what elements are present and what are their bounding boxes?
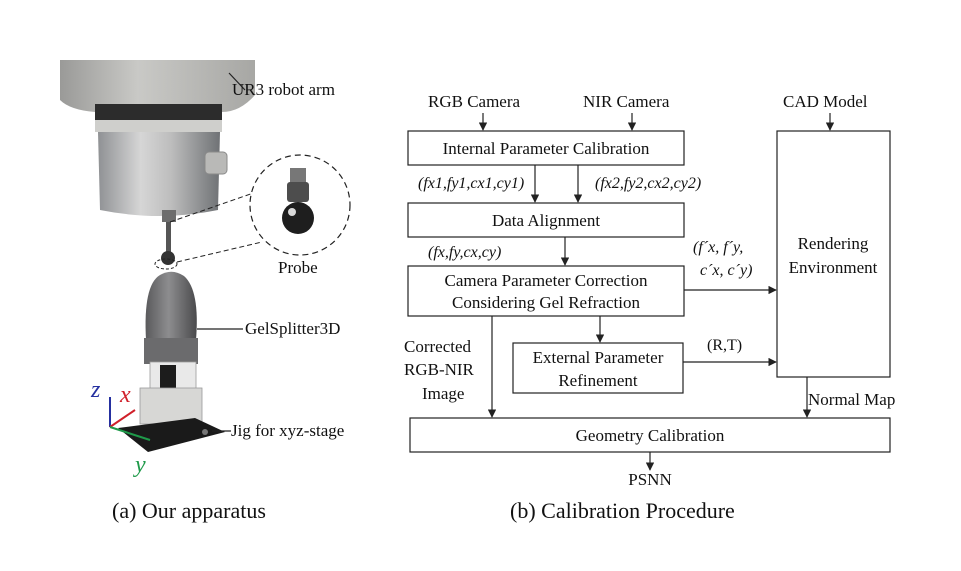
text-rendering-line2: Environment — [789, 258, 878, 277]
box-rendering-environment — [776, 130, 891, 378]
axis-y-label: y — [133, 452, 146, 478]
label-rgb-camera: RGB Camera — [428, 92, 521, 111]
text-correction-line2: Considering Gel Refraction — [452, 293, 640, 312]
caption-procedure: (b) Calibration Procedure — [510, 498, 735, 523]
text-external-line1: External Parameter — [533, 348, 664, 367]
box-parameter-correction — [407, 265, 685, 317]
caption-apparatus: (a) Our apparatus — [112, 498, 266, 523]
label-nir-camera: NIR Camera — [583, 92, 670, 111]
tool-adapter — [162, 210, 176, 222]
axis-x-line — [109, 409, 136, 428]
flange-connector — [204, 151, 228, 175]
params-corrected-line1: (f´x, f´y, — [693, 239, 743, 256]
probe-ball-highlight — [288, 208, 296, 216]
box-data-alignment — [407, 202, 685, 238]
gelsplitter-body — [144, 338, 198, 364]
text-data-alignment: Data Alignment — [492, 211, 600, 230]
label-probe: Probe — [278, 258, 318, 277]
params-nir: (fx2,fy2,cx2,cy2) — [595, 175, 701, 192]
params-aligned: (fx,fy,cx,cy) — [428, 244, 501, 261]
text-rendering-line1: Rendering — [798, 234, 869, 253]
text-internal-calibration: Internal Parameter Calibration — [443, 139, 650, 158]
sensor-camera-slot — [160, 365, 176, 389]
probe-shaft — [166, 222, 171, 252]
probe-focus-ellipse — [154, 258, 178, 270]
label-robot-arm: UR3 robot arm — [232, 80, 335, 99]
axis-x-label: x — [119, 382, 131, 408]
text-external-line2: Refinement — [558, 371, 638, 390]
text-corrected-line1: Corrected — [404, 337, 472, 356]
robot-flange — [98, 132, 220, 216]
probe-ball — [282, 202, 314, 234]
text-corrected-line2: RGB-NIR — [404, 360, 475, 379]
leader-robot — [228, 72, 246, 91]
zoom-line-lower — [176, 241, 263, 263]
procedure-panel: RGB Camera NIR Camera CAD Model Internal… — [404, 92, 895, 523]
box-internal-calibration — [407, 130, 685, 166]
probe-thread — [290, 168, 306, 182]
robot-arm-body — [60, 60, 255, 112]
params-corrected-line2: c´x, c´y) — [700, 262, 752, 279]
label-jig: Jig for xyz-stage — [231, 421, 344, 440]
jig-base-plate — [118, 418, 225, 452]
probe-tip — [161, 251, 175, 265]
box-geometry-calibration — [409, 417, 891, 453]
zoom-line-upper — [169, 189, 263, 223]
params-rgb: (fx1,fy1,cx1,cy1) — [418, 175, 524, 192]
text-corrected-line3: Image — [422, 384, 464, 403]
box-external-refinement — [512, 342, 684, 394]
probe-knurl — [287, 182, 309, 202]
text-geometry-calibration: Geometry Calibration — [576, 426, 725, 445]
robot-arm-dark-ring — [95, 104, 222, 120]
text-correction-line1: Camera Parameter Correction — [445, 271, 648, 290]
text-normal-map: Normal Map — [808, 390, 895, 409]
label-cad-model: CAD Model — [783, 92, 868, 111]
label-gelsplitter: GelSplitter3D — [245, 319, 340, 338]
axis-y-line — [109, 426, 151, 441]
robot-arm-light-ring — [95, 120, 222, 132]
jig-screw — [202, 429, 208, 435]
text-psnn: PSNN — [628, 470, 671, 489]
label-rt: (R,T) — [707, 337, 742, 354]
apparatus-panel: z x y UR3 robot arm Probe GelSplitter3D … — [60, 60, 351, 523]
jig-block — [139, 387, 203, 425]
gelsplitter-dome — [145, 271, 197, 340]
axis-z-label: z — [90, 377, 101, 403]
